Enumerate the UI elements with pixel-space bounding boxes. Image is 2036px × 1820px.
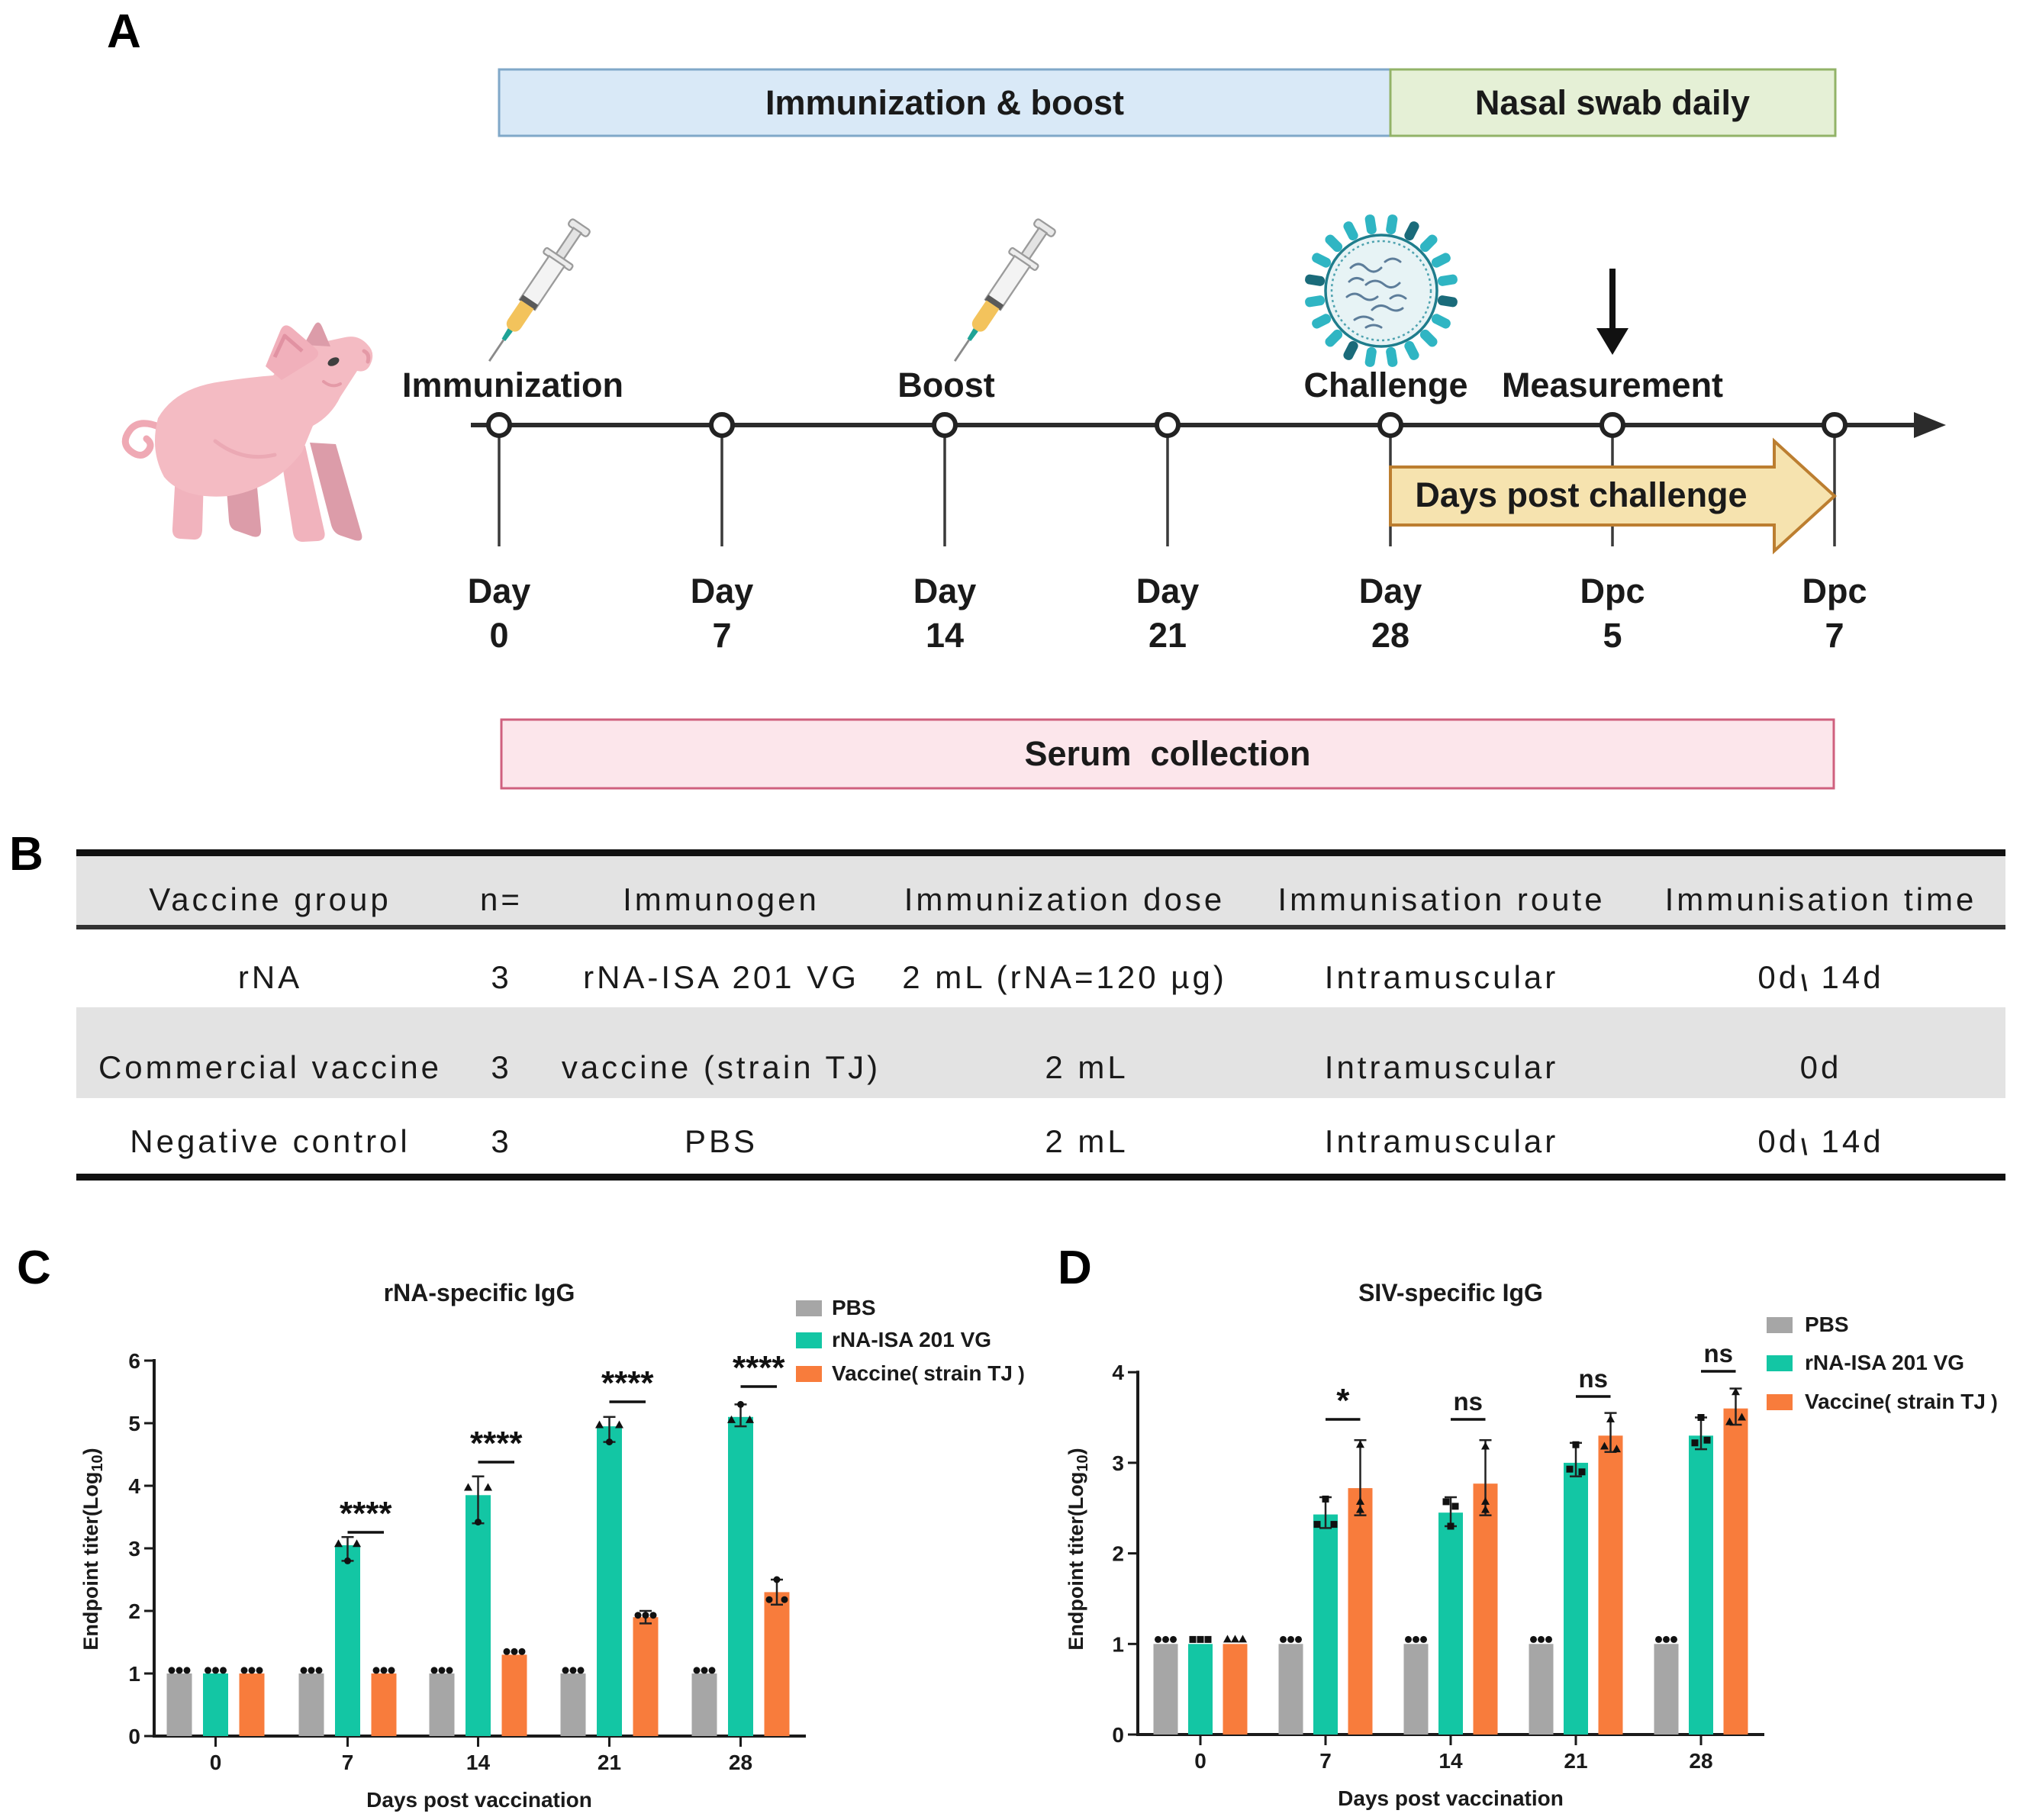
svg-text:rNA-specific IgG: rNA-specific IgG [384,1279,575,1306]
svg-text:rNA-ISA 201 VG: rNA-ISA 201 VG [583,959,859,995]
svg-text:Immunization: Immunization [402,366,623,404]
svg-text:rNA-ISA 201 VG: rNA-ISA 201 VG [832,1328,991,1351]
svg-text:1: 1 [128,1662,140,1686]
svg-text:2: 2 [128,1599,140,1623]
svg-text:Endpoint titer(Log10): Endpoint titer(Log10) [79,1448,106,1650]
svg-text:****: **** [733,1349,785,1387]
svg-text:rNA-ISA 201 VG: rNA-ISA 201 VG [1805,1351,1964,1374]
svg-text:Negative control: Negative control [130,1123,411,1159]
svg-text:2 mL: 2 mL [1045,1049,1128,1085]
svg-text:Vaccine( strain TJ ): Vaccine( strain TJ ) [1805,1390,1998,1413]
svg-text:B: B [9,828,43,881]
svg-text:Endpoint titer(Log10): Endpoint titer(Log10) [1065,1448,1091,1650]
svg-text:3: 3 [128,1537,140,1561]
svg-text:Day: Day [691,572,754,610]
svg-text:6: 6 [128,1349,140,1373]
svg-text:Challenge: Challenge [1303,366,1467,404]
svg-text:1: 1 [1112,1632,1124,1656]
svg-text:0d: 0d [1800,1049,1842,1085]
svg-text:Immunization dose: Immunization dose [904,881,1226,917]
svg-text:PBS: PBS [685,1123,758,1159]
svg-text:7: 7 [712,616,731,655]
svg-text:Days post vaccination: Days post vaccination [1338,1786,1564,1810]
svg-text:5: 5 [1603,616,1622,655]
svg-text:Boost: Boost [897,366,995,404]
svg-text:ns: ns [1453,1387,1483,1416]
svg-text:3: 3 [491,1123,511,1159]
svg-text:Days post challenge: Days post challenge [1415,475,1747,514]
svg-text:Intramuscular: Intramuscular [1325,1049,1558,1085]
svg-text:14: 14 [926,616,964,655]
svg-text:0d\14d: 0d\14d [1757,1123,1883,1160]
svg-text:D: D [1058,1242,1092,1294]
svg-text:Serum collection: Serum collection [1024,734,1310,773]
svg-text:5: 5 [128,1412,140,1435]
svg-text:Dpc: Dpc [1580,572,1645,610]
svg-text:*: * [1336,1382,1350,1419]
svg-text:0d\14d: 0d\14d [1757,959,1883,996]
svg-text:7: 7 [1319,1749,1332,1773]
svg-text:Immunisation time: Immunisation time [1665,881,1977,917]
svg-text:0: 0 [1112,1723,1124,1747]
svg-text:Day: Day [1136,572,1200,610]
svg-text:C: C [17,1242,51,1294]
svg-text:4: 4 [128,1474,140,1498]
svg-text:Immunogen: Immunogen [623,881,820,917]
svg-text:Nasal swab daily: Nasal swab daily [1475,83,1750,122]
svg-text:****: **** [470,1425,523,1462]
svg-text:n=: n= [480,881,523,917]
svg-text:28: 28 [729,1751,752,1774]
svg-text:ns: ns [1703,1339,1733,1367]
svg-text:****: **** [601,1364,654,1402]
svg-text:A: A [107,5,141,58]
svg-text:Vaccine group: Vaccine group [149,881,391,917]
svg-text:28: 28 [1689,1749,1712,1773]
svg-text:21: 21 [598,1751,621,1774]
svg-text:PBS: PBS [832,1296,876,1319]
svg-text:28: 28 [1371,616,1409,655]
svg-text:0: 0 [128,1725,140,1748]
svg-text:SIV-specific IgG: SIV-specific IgG [1358,1279,1543,1306]
svg-text:Intramuscular: Intramuscular [1325,1123,1558,1159]
svg-text:****: **** [340,1495,392,1532]
svg-text:4: 4 [1112,1361,1124,1384]
svg-text:rNA: rNA [238,959,302,995]
svg-text:Day: Day [1359,572,1422,610]
svg-text:21: 21 [1148,616,1187,655]
svg-text:Dpc: Dpc [1802,572,1867,610]
svg-text:14: 14 [1438,1749,1463,1773]
svg-text:14: 14 [466,1751,491,1774]
svg-text:Day: Day [468,572,531,610]
svg-text:21: 21 [1564,1749,1587,1773]
svg-text:2: 2 [1112,1542,1124,1566]
svg-text:7: 7 [1825,616,1844,655]
svg-text:vaccine (strain TJ): vaccine (strain TJ) [562,1049,881,1085]
svg-text:3: 3 [1112,1451,1124,1475]
svg-text:0: 0 [489,616,508,655]
svg-text:Measurement: Measurement [1502,366,1723,404]
svg-text:Immunization & boost: Immunization & boost [765,83,1124,122]
svg-text:0: 0 [210,1751,222,1774]
svg-text:0: 0 [1194,1749,1206,1773]
svg-text:Immunisation route: Immunisation route [1277,881,1605,917]
svg-text:2 mL (rNA=120 µg): 2 mL (rNA=120 µg) [902,959,1227,995]
svg-text:ns: ns [1578,1364,1608,1393]
svg-text:Days post vaccination: Days post vaccination [366,1788,592,1812]
svg-text:Intramuscular: Intramuscular [1325,959,1558,995]
svg-text:7: 7 [342,1751,354,1774]
svg-text:PBS: PBS [1805,1313,1849,1336]
svg-text:2 mL: 2 mL [1045,1123,1128,1159]
svg-text:3: 3 [491,959,511,995]
svg-text:Day: Day [913,572,977,610]
svg-text:3: 3 [491,1049,511,1085]
svg-text:Vaccine( strain TJ ): Vaccine( strain TJ ) [832,1361,1025,1385]
svg-text:Commercial vaccine: Commercial vaccine [98,1049,442,1085]
